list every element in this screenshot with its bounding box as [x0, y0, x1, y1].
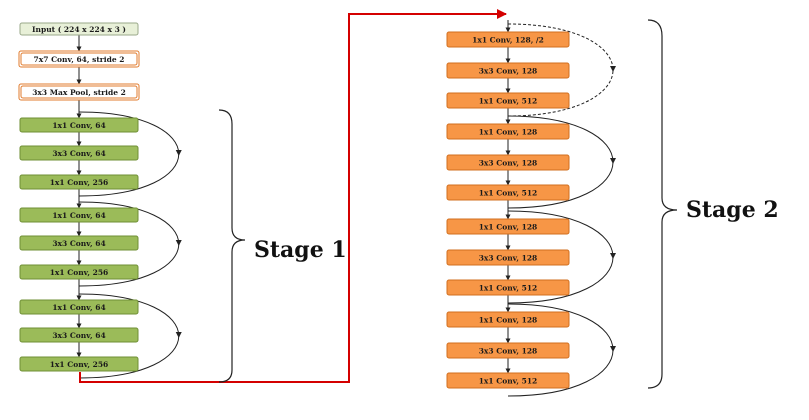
stage1-brace — [218, 109, 246, 383]
stage2-block2-layer2 — [446, 154, 570, 171]
stage2-block2-layer3 — [446, 184, 570, 201]
stage2-block1-layer1-label: 1x1 Conv, 128, /2 — [472, 35, 544, 44]
stage1-block3-layer2 — [19, 327, 139, 343]
stage1-block1-layer2 — [19, 145, 139, 161]
stage1-block1-layer2-label: 3x3 Conv, 64 — [52, 149, 105, 158]
stage1-block1-layer1-label: 1x1 Conv, 64 — [52, 121, 105, 130]
stage2-block3-layer3 — [446, 279, 570, 296]
stage2-block2-layer1 — [446, 123, 570, 140]
stage2-block4-layer1 — [446, 311, 570, 328]
connections-layer — [76, 9, 616, 397]
stem-pool-outer-border — [18, 83, 140, 101]
stem-conv-box — [20, 52, 138, 66]
stage1-block2-layer1-label: 1x1 Conv, 64 — [52, 211, 105, 220]
stage2-block2-layer2-label: 3x3 Conv, 128 — [479, 158, 538, 167]
stage2-block4-layer1-label: 1x1 Conv, 128 — [479, 315, 538, 324]
stage2-block1-skip-head — [610, 66, 616, 72]
stage2-block1-layer2-label: 3x3 Conv, 128 — [479, 66, 538, 75]
stage1-block1-layer3-label: 1x1 Conv, 256 — [50, 178, 109, 187]
stage1-block2-layer1 — [19, 207, 139, 223]
stage1-block3-skip-head — [175, 332, 182, 338]
stage1-block2-layer2 — [19, 235, 139, 251]
stage2-block3-layer3-label: 1x1 Conv, 512 — [479, 283, 538, 292]
stage1-block2-layer3 — [19, 264, 139, 280]
stage1-block3-layer3-label: 1x1 Conv, 256 — [50, 360, 109, 369]
stage1-block3-layer1 — [19, 299, 139, 315]
stage1-block3-layer1-label: 1x1 Conv, 64 — [52, 303, 105, 312]
stage2-block2-layer1-label: 1x1 Conv, 128 — [479, 127, 538, 136]
stage1-block1-layer1 — [19, 117, 139, 133]
stage1-block1-layer3 — [19, 174, 139, 190]
stage2-block1-layer3 — [446, 92, 570, 109]
stage1-block2-layer2-label: 3x3 Conv, 64 — [52, 239, 105, 248]
layers-layer: Input ( 224 x 224 x 3 ) 7x7 Conv, 64, str… — [18, 22, 570, 389]
stage2-brace — [647, 19, 678, 389]
stage2-block1-layer2 — [446, 62, 570, 79]
stage2-block3-layer2-label: 3x3 Conv, 128 — [479, 253, 538, 262]
stage1-block1-skip-head — [175, 150, 182, 156]
stem-conv-box-label: 7x7 Conv, 64, stride 2 — [34, 55, 125, 64]
stage2-block3-layer2 — [446, 249, 570, 266]
stage2-block4-skip-head — [610, 346, 616, 352]
stage2-block1-layer3-label: 1x1 Conv, 512 — [479, 96, 538, 105]
stage2-block2-skip-head — [610, 158, 616, 164]
stage2-block4-layer3-label: 1x1 Conv, 512 — [479, 376, 538, 385]
stage1-block2-skip-head — [175, 240, 182, 246]
stage2-block3-skip-head — [610, 253, 616, 259]
stage1-block2-layer3-label: 1x1 Conv, 256 — [50, 268, 109, 277]
stage2-block3-layer1 — [446, 218, 570, 235]
stem-pool-box — [20, 85, 138, 99]
stage1-label: Stage 1 — [254, 237, 347, 263]
stage2-block3-layer1-label: 1x1 Conv, 128 — [479, 222, 538, 231]
stage1-block3-layer2-label: 3x3 Conv, 64 — [52, 331, 105, 340]
stage2-block2-layer3-label: 1x1 Conv, 512 — [479, 188, 538, 197]
stage2-label: Stage 2 — [686, 197, 779, 223]
stage2-block4-layer3 — [446, 372, 570, 389]
stem-conv-outer-border — [18, 50, 140, 68]
stage-connector-arrow — [79, 9, 507, 383]
stem-pool-box-label: 3x3 Max Pool, stride 2 — [32, 88, 126, 97]
stem-input-box-label: Input ( 224 x 224 x 3 ) — [32, 25, 126, 34]
stem-input-box — [19, 22, 139, 36]
stage2-block1-layer1 — [446, 31, 570, 48]
stage2-block4-layer2 — [446, 342, 570, 359]
stage2-block4-layer2-label: 3x3 Conv, 128 — [479, 346, 538, 355]
stage1-block3-layer3 — [19, 356, 139, 372]
